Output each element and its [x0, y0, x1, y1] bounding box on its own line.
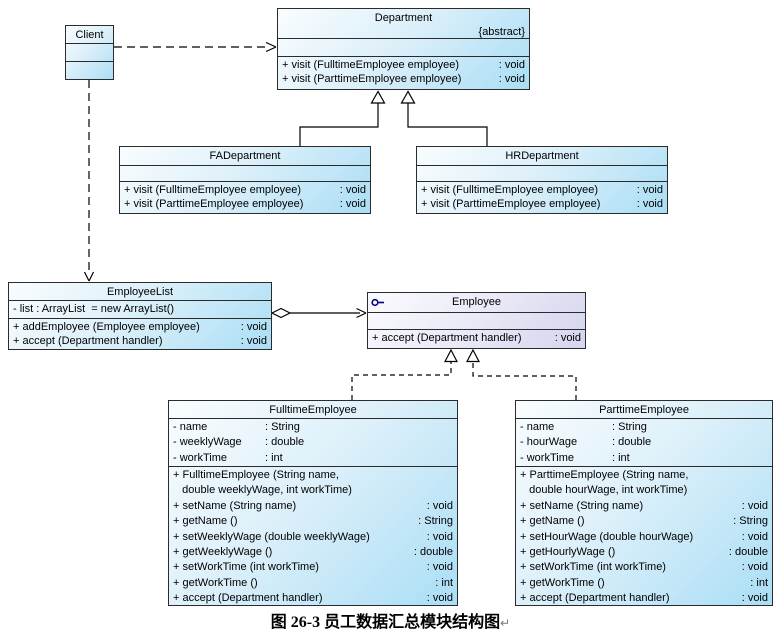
method-row: + getHourlyWage (): double	[520, 546, 768, 559]
class-department-attributes	[278, 39, 529, 57]
method-row: + accept (Department handler): void	[13, 335, 267, 347]
class-client-attributes	[66, 44, 113, 62]
aggregation-employeelist-to-employee	[270, 307, 367, 319]
attribute-row: - list : ArrayList = new ArrayList()	[13, 303, 175, 315]
class-hrdepartment-methods: + visit (FulltimeEmployee employee): voi…	[417, 182, 667, 213]
attribute-row: - workTime: int	[520, 451, 630, 464]
method-row: + setName (String name): void	[520, 499, 768, 512]
class-parttimeemployee: ParttimeEmployee - name: String - hourWa…	[515, 400, 773, 606]
method-row: + getWorkTime (): int	[173, 576, 453, 589]
class-department: Department {abstract} + visit (FulltimeE…	[277, 8, 530, 90]
method-row: + getName (): String	[520, 515, 768, 528]
generalization-fadepartment-to-department	[299, 90, 386, 146]
class-employeelist-title: EmployeeList	[9, 283, 271, 301]
generalization-hrdepartment-to-department	[400, 90, 488, 146]
attribute-row: - name: String	[520, 421, 647, 433]
class-client: Client	[65, 25, 114, 80]
method-row: + setWorkTime (int workTime): void	[520, 561, 768, 574]
attribute-row: - weeklyWage: double	[173, 436, 305, 449]
method-row: + accept (Department handler): void	[173, 592, 453, 605]
attribute-row: - name: String	[173, 421, 300, 433]
figure-caption-text: 图 26-3 员工数据汇总模块结构图	[270, 614, 501, 631]
method-row: + getWeeklyWage (): double	[173, 546, 453, 559]
class-client-title: Client	[66, 26, 113, 44]
attribute-row: - hourWage: double	[520, 436, 652, 449]
class-parttimeemployee-methods: + ParttimeEmployee (String name, double …	[516, 467, 772, 605]
class-fulltimeemployee-methods: + FulltimeEmployee (String name, double …	[169, 467, 457, 605]
method-row: + visit (FulltimeEmployee employee): voi…	[124, 184, 366, 196]
method-row: + visit (FulltimeEmployee employee): voi…	[282, 59, 525, 71]
class-employee-methods: + accept (Department handler): void	[368, 330, 585, 348]
method-row: double weeklyWage, int workTime)	[173, 484, 352, 497]
dependency-client-to-employeelist	[83, 80, 95, 282]
interface-icon	[371, 297, 385, 311]
method-row: + visit (ParttimeEmployee employee): voi…	[124, 198, 366, 210]
class-fulltimeemployee-title: FulltimeEmployee	[169, 401, 457, 419]
method-row: + accept (Department handler): void	[372, 332, 581, 344]
class-client-methods	[66, 62, 113, 79]
class-fadepartment-title: FADepartment	[120, 147, 370, 166]
class-department-stereotype: {abstract}	[478, 26, 525, 38]
class-employeelist: EmployeeList - list : ArrayList = new Ar…	[8, 282, 272, 350]
class-employeelist-methods: + addEmployee (Employee employee): void …	[9, 319, 271, 349]
method-row: + visit (FulltimeEmployee employee): voi…	[421, 184, 663, 196]
class-employee-title: Employee	[368, 293, 585, 313]
class-department-methods: + visit (FulltimeEmployee employee): voi…	[278, 57, 529, 89]
class-hrdepartment: HRDepartment + visit (FulltimeEmployee e…	[416, 146, 668, 214]
method-row: + getWorkTime (): int	[520, 576, 768, 589]
method-row: + ParttimeEmployee (String name,	[520, 469, 689, 481]
figure-caption: 图 26-3 员工数据汇总模块结构图↵	[0, 608, 781, 632]
method-row: + setWeeklyWage (double weeklyWage): voi…	[173, 530, 453, 543]
method-row: + addEmployee (Employee employee): void	[13, 321, 267, 333]
method-row: + accept (Department handler): void	[520, 592, 768, 605]
class-department-name: Department	[374, 12, 433, 24]
dependency-client-to-department	[114, 41, 277, 53]
class-hrdepartment-title: HRDepartment	[417, 147, 667, 166]
class-employeelist-attributes: - list : ArrayList = new ArrayList()	[9, 301, 271, 319]
class-employee-attributes	[368, 313, 585, 330]
attribute-row: - workTime: int	[173, 451, 283, 464]
realization-fulltimeemployee-to-employee	[351, 348, 458, 400]
method-row: + visit (ParttimeEmployee employee): voi…	[421, 198, 663, 210]
paragraph-return-mark: ↵	[500, 616, 511, 630]
class-parttimeemployee-title: ParttimeEmployee	[516, 401, 772, 419]
class-department-title: Department {abstract}	[278, 9, 529, 39]
method-row: + setWorkTime (int workTime): void	[173, 561, 453, 574]
method-row: + setHourWage (double hourWage): void	[520, 530, 768, 543]
class-fulltimeemployee-attributes: - name: String - weeklyWage: double - wo…	[169, 419, 457, 467]
class-fadepartment: FADepartment + visit (FulltimeEmployee e…	[119, 146, 371, 214]
method-row: + visit (ParttimeEmployee employee): voi…	[282, 73, 525, 85]
realization-parttimeemployee-to-employee	[466, 348, 577, 400]
method-row: double hourWage, int workTime)	[520, 484, 688, 497]
class-employee: Employee + accept (Department handler): …	[367, 292, 586, 349]
class-fadepartment-methods: + visit (FulltimeEmployee employee): voi…	[120, 182, 370, 213]
class-parttimeemployee-attributes: - name: String - hourWage: double - work…	[516, 419, 772, 467]
class-fadepartment-attributes	[120, 166, 370, 182]
method-row: + getName (): String	[173, 515, 453, 528]
method-row: + FulltimeEmployee (String name,	[173, 469, 339, 481]
class-hrdepartment-attributes	[417, 166, 667, 182]
class-fulltimeemployee: FulltimeEmployee - name: String - weekly…	[168, 400, 458, 606]
class-employee-name: Employee	[452, 296, 501, 308]
method-row: + setName (String name): void	[173, 499, 453, 512]
